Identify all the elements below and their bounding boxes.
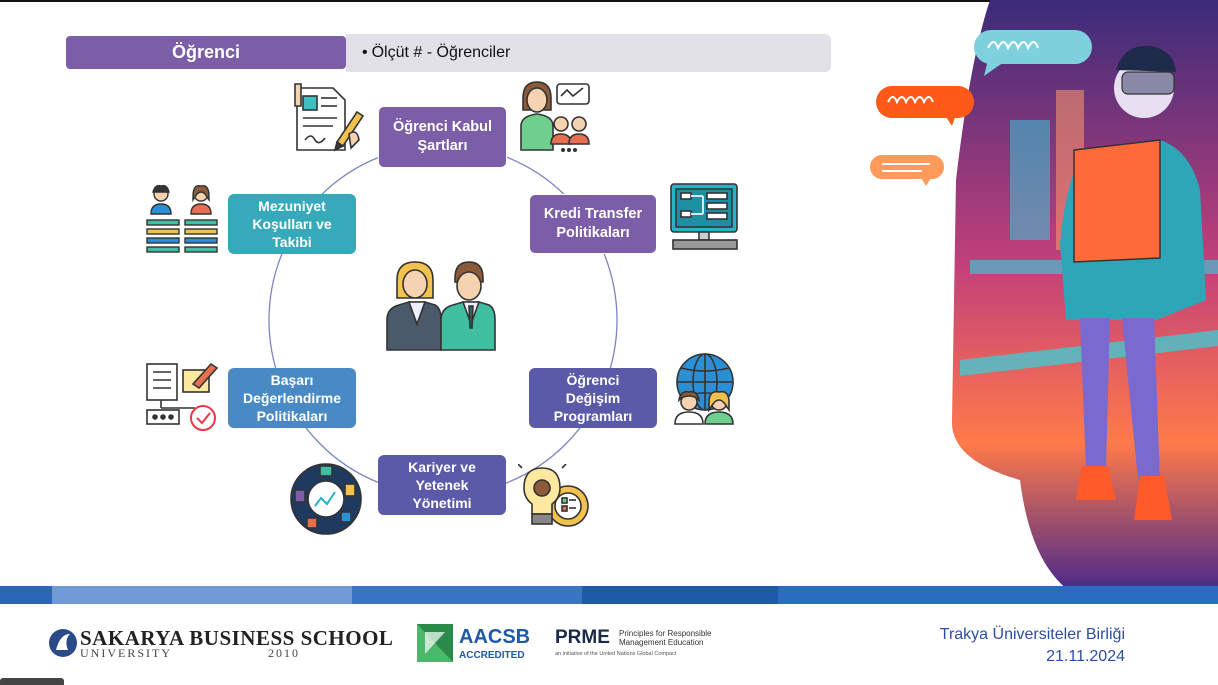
- top-border: [0, 0, 1218, 2]
- node-kredi-line2: Politikaları: [556, 225, 630, 241]
- globe-students-icon: [674, 353, 734, 425]
- node-mezuniyet-line3: Takibi: [272, 234, 312, 250]
- node-kabul-line1: Öğrenci Kabul: [392, 119, 493, 135]
- section-title: Öğrenci: [66, 36, 346, 69]
- bullet: •: [362, 44, 368, 61]
- assessment-checklist-icon: [146, 362, 219, 431]
- footer-stripe-4: [582, 586, 778, 604]
- aacsb-text: AACSB: [459, 626, 531, 648]
- prme-text: PRME: [555, 627, 610, 648]
- node-mezuniyet-line1: Mezuniyet: [258, 198, 326, 214]
- lightbulb-gear-icon: [518, 464, 589, 527]
- sakarya-logo: SAKARYA BUSINESS SCHOOL UNIVERSITY 2010: [48, 624, 393, 664]
- prme-logo: PRME Principles for Responsible Manageme…: [555, 627, 735, 663]
- node-mezuniyet-line2: Koşulları ve: [252, 216, 332, 232]
- node-degisim-line2: Değişim: [565, 390, 621, 406]
- node-kariyer-line2: Yetenek: [415, 477, 469, 493]
- node-basari-line2: Değerlendirme: [242, 390, 342, 406]
- criterion-subtitle: • Ölçüt # - Öğrenciler: [346, 34, 831, 72]
- org-name: Trakya Üniversiteler Birliği: [939, 626, 1125, 643]
- prme-line2: Management Education: [619, 638, 704, 647]
- prme-line1: Principles for Responsible: [619, 629, 712, 638]
- node-basari-line3: Politikaları: [256, 408, 328, 424]
- sakarya-main-text: SAKARYA BUSINESS SCHOOL: [80, 626, 394, 650]
- aacsb-emblem-icon: [417, 624, 453, 662]
- aacsb-accredited-text: ACCREDITED: [459, 650, 525, 661]
- footer-stripe-2: [52, 586, 352, 604]
- student-vr-illustration: [870, 0, 1218, 590]
- aacsb-logo: AACSB ACCREDITED: [417, 624, 531, 664]
- students-pair-icon: [386, 261, 496, 351]
- sakarya-emblem-icon: [49, 629, 77, 657]
- graduates-list-icon: [146, 184, 218, 253]
- node-kabul-line2: Şartları: [417, 138, 468, 154]
- footer-stripe-1: [0, 586, 52, 604]
- document-signing-icon: [294, 83, 365, 152]
- footer-stripe-5: [778, 586, 1218, 604]
- sakarya-year-text: 2010: [268, 646, 300, 660]
- node-degisim-line3: Programları: [553, 408, 633, 424]
- teacher-presentation-icon: [520, 81, 590, 152]
- node-kariyer-line3: Yönetimi: [412, 495, 472, 511]
- node-degisim-line1: Öğrenci: [566, 372, 620, 388]
- sakarya-university-text: UNIVERSITY: [80, 646, 172, 660]
- cycle-chart-icon: [290, 463, 362, 535]
- node-kredi-line1: Kredi Transfer: [543, 206, 643, 222]
- prme-line3: an initiative of the United Nations Glob…: [555, 651, 677, 657]
- footer-stripe-3: [352, 586, 582, 604]
- presentation-date: 21.11.2024: [1046, 648, 1125, 665]
- node-kariyer-line1: Kariyer ve: [408, 459, 476, 475]
- subtitle-text: Ölçüt # - Öğrenciler: [371, 44, 511, 61]
- computer-diagram-icon: [670, 183, 738, 250]
- bottom-tab: [0, 678, 64, 685]
- node-basari-line1: Başarı: [270, 372, 314, 388]
